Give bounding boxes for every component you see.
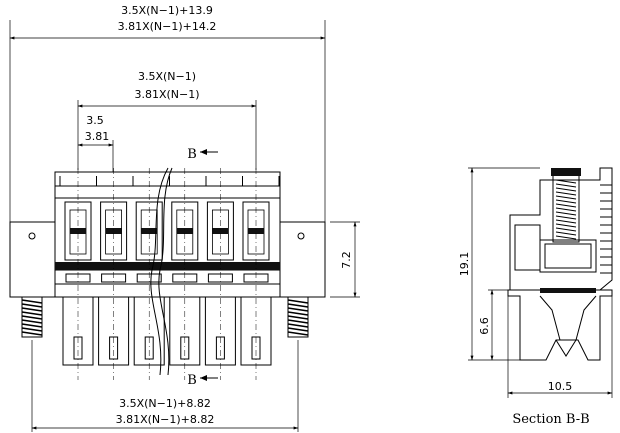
section-screw-threads (555, 179, 577, 240)
overall-length-35-label: 3.5X(N−1)+13.9 (121, 4, 213, 17)
section-contact-tip (555, 339, 577, 357)
height-label: 7.2 (340, 251, 353, 269)
section-marker-bottom: B (187, 373, 197, 388)
section-view: 19.1 6.6 10.5 Section B-B (458, 167, 613, 427)
connector-body (54, 171, 281, 298)
body-dark-strip (55, 262, 280, 270)
section-screw-head (551, 168, 581, 176)
pitch-span-35-label: 3.5X(N−1) (138, 70, 196, 83)
break-line-left (150, 167, 169, 376)
section-marker-top: B (187, 147, 197, 162)
section-caption: Section B-B (512, 412, 589, 427)
section-lower-housing (507, 289, 613, 361)
section-wire-entry (514, 224, 541, 271)
section-contact-spring (539, 295, 597, 341)
right-flange-hole (297, 232, 305, 240)
pins (62, 168, 272, 380)
right-screw (287, 296, 309, 338)
left-screw (21, 296, 43, 338)
bottom-span-35-label: 3.5X(N−1)+8.82 (119, 397, 211, 410)
break-line-right (158, 167, 173, 376)
pin (98, 168, 130, 380)
left-flange-hole (28, 232, 36, 240)
pitch-span-381-label: 3.81X(N−1) (134, 88, 199, 101)
pin (62, 168, 94, 380)
pitch-381-label: 3.81 (85, 130, 110, 143)
section-clamp-box (539, 239, 597, 273)
bottom-span-381-label: 3.81X(N−1)+8.82 (116, 413, 215, 426)
pin (169, 168, 201, 380)
pitch-35-label: 3.5 (86, 114, 104, 127)
section-clamp-inner (544, 243, 592, 269)
section-interface-strip (540, 288, 596, 293)
section-lower-height-label: 6.6 (478, 317, 491, 335)
front-view: 3.5X(N−1)+13.9 3.81X(N−1)+14.2 3.5X(N−1)… (9, 4, 360, 432)
section-arrow-top-head (200, 149, 207, 155)
pin (240, 168, 272, 380)
section-arrow-bottom-head (200, 375, 207, 381)
section-width-label: 10.5 (548, 380, 573, 393)
section-latch-ribs (600, 184, 612, 274)
pin (133, 168, 165, 380)
pin (204, 168, 236, 380)
overall-length-381-label: 3.81X(N−1)+14.2 (118, 20, 217, 33)
section-height-label: 19.1 (458, 252, 471, 277)
